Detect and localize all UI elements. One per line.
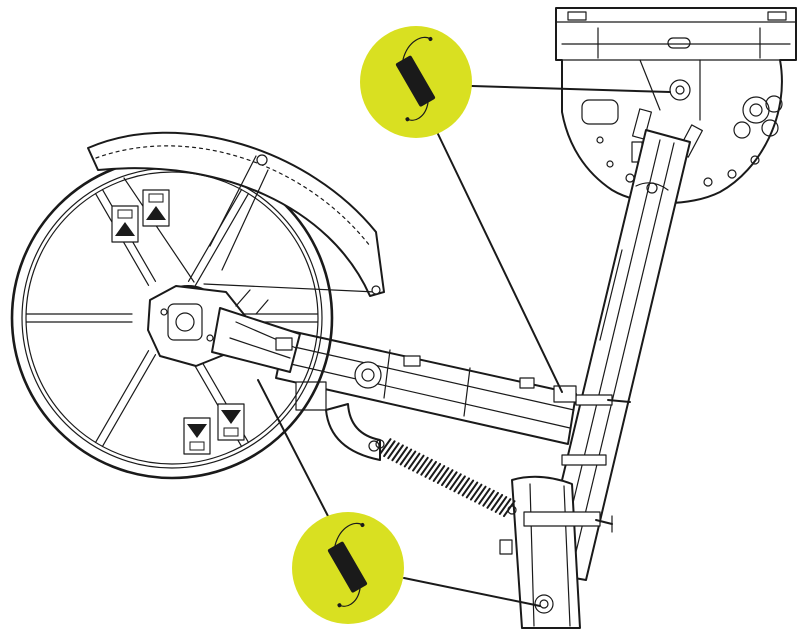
warning-decals <box>111 189 245 455</box>
warning-decal-icon <box>142 189 170 227</box>
spring-coil <box>436 467 450 484</box>
warning-decal-icon <box>183 417 211 455</box>
spring-coil <box>387 442 400 460</box>
spring-coil <box>428 462 442 480</box>
spring-device-icon <box>327 522 368 608</box>
spring-coil <box>457 477 471 495</box>
leader-lines <box>257 85 671 607</box>
lower-bracket <box>499 475 613 629</box>
bottom-callout <box>292 512 404 624</box>
horizontal-arm <box>275 329 577 445</box>
wheel-spoke-line <box>101 354 157 448</box>
spring-end-hook <box>507 505 517 515</box>
hub-linkage <box>211 289 301 373</box>
spring-coil <box>474 485 487 503</box>
warning-decal-icon <box>217 403 245 441</box>
spring-coil <box>490 493 504 511</box>
spring-coil <box>424 460 437 478</box>
spring-coil <box>494 496 508 513</box>
spring-coil <box>420 458 433 476</box>
wheel-spoke-line <box>94 350 150 444</box>
spring-coil <box>502 500 516 518</box>
tension-spring <box>375 438 517 518</box>
spring-coil <box>399 448 413 466</box>
spring-coil <box>469 483 483 501</box>
spring-coil <box>461 479 475 497</box>
spring-device-icon <box>395 36 436 122</box>
spring-coil <box>403 450 417 468</box>
spring-coil <box>465 481 479 499</box>
spring-coil <box>478 487 491 505</box>
warning-decal-icon <box>111 205 139 243</box>
spring-coil <box>395 446 409 464</box>
spring-coil <box>432 465 446 482</box>
spring-coil <box>453 475 466 493</box>
spring-coil <box>449 473 462 491</box>
spring-coil <box>416 456 429 474</box>
spring-coil <box>412 454 425 472</box>
top-callout <box>360 26 472 138</box>
wheel-spoke-line <box>194 192 250 286</box>
spring-coil <box>407 452 421 470</box>
spring-end-hook <box>375 439 385 449</box>
spring-coil <box>445 471 458 489</box>
spring-bracket <box>325 403 381 461</box>
spring-coil <box>486 491 499 509</box>
fender <box>87 131 385 297</box>
spring-coil <box>391 444 404 462</box>
spring-coil <box>383 440 396 458</box>
spring-coil <box>482 489 495 507</box>
spring-coil <box>378 438 392 456</box>
spring-coil <box>498 498 512 515</box>
spring-coil <box>440 469 454 487</box>
